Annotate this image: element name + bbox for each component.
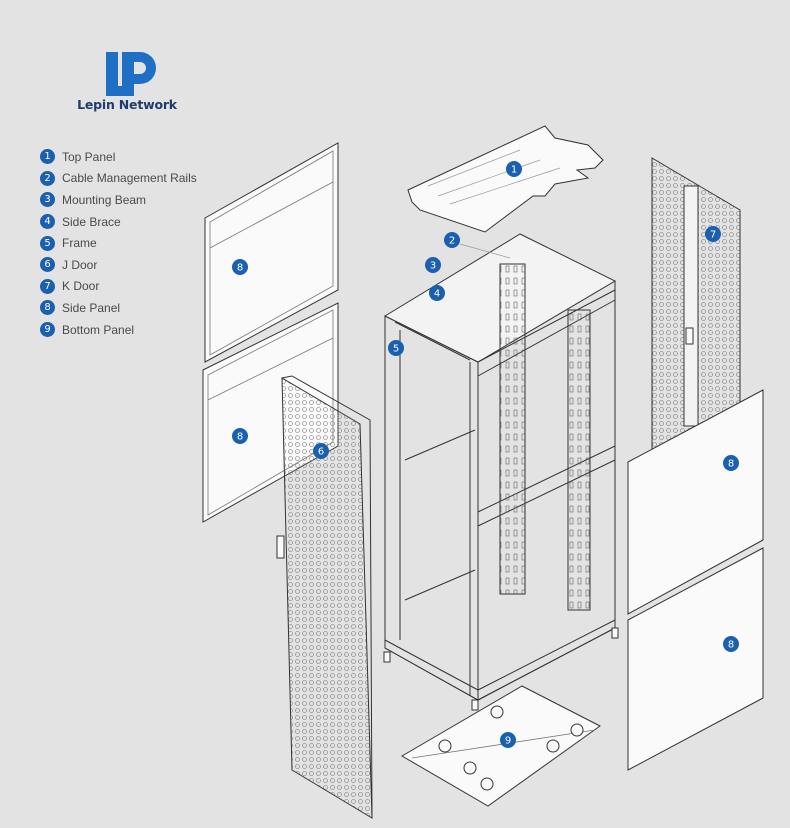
brand-name: Lepin Network — [77, 97, 177, 112]
callout-6-label: 6 — [318, 447, 324, 458]
legend-badge: 7 — [40, 278, 55, 294]
lepin-logo-icon — [106, 52, 156, 96]
bottom-panel — [401, 685, 601, 807]
j-door — [276, 375, 373, 819]
legend: 1 Top Panel 2 Cable Management Rails 3 M… — [40, 146, 197, 340]
callout-5: 5 — [388, 340, 404, 356]
side-panel-upper-right — [627, 389, 764, 615]
legend-item-frame: 5 Frame — [40, 232, 197, 254]
legend-item-side-panel: 8 Side Panel — [40, 297, 197, 319]
callout-3-label: 3 — [430, 261, 436, 272]
legend-badge: 2 — [40, 170, 55, 186]
callout-1: 1 — [506, 161, 522, 177]
callout-7: 7 — [705, 226, 721, 242]
callout-8-label: 8 — [728, 459, 734, 470]
legend-badge: 1 — [40, 149, 55, 165]
legend-badge: 5 — [40, 235, 55, 251]
callout-8a: 8 — [232, 259, 248, 275]
legend-label: J Door — [62, 257, 98, 272]
callout-5-label: 5 — [393, 344, 399, 355]
cabinet-frame — [383, 233, 619, 711]
callout-3: 3 — [425, 257, 441, 273]
top-panel — [407, 125, 604, 233]
legend-badge: 9 — [40, 322, 55, 338]
callout-9-label: 9 — [505, 736, 511, 747]
callout-4: 4 — [429, 285, 445, 301]
legend-item-j-door: 6 J Door — [40, 254, 197, 276]
callout-4-label: 4 — [434, 289, 440, 300]
legend-label: Frame — [62, 236, 97, 251]
callout-6: 6 — [313, 443, 329, 459]
callout-8b: 8 — [232, 428, 248, 444]
legend-item-side-brace: 4 Side Brace — [40, 211, 197, 233]
legend-item-mounting-beam: 3 Mounting Beam — [40, 189, 197, 211]
legend-item-k-door: 7 K Door — [40, 276, 197, 298]
legend-badge: 3 — [40, 192, 55, 208]
legend-badge: 6 — [40, 257, 55, 273]
callout-9: 9 — [500, 732, 516, 748]
legend-badge: 8 — [40, 300, 55, 316]
callout-2: 2 — [444, 232, 460, 248]
callout-2-label: 2 — [449, 236, 455, 247]
callout-7-label: 7 — [710, 230, 716, 241]
legend-item-cable-rails: 2 Cable Management Rails — [40, 168, 197, 190]
legend-label: Mounting Beam — [62, 192, 147, 207]
legend-label: Side Brace — [62, 214, 121, 229]
legend-label: Cable Management Rails — [62, 171, 197, 186]
callout-1-label: 1 — [511, 165, 517, 176]
side-panel-upper-left — [204, 142, 339, 363]
legend-label: Side Panel — [62, 300, 121, 315]
legend-label: Bottom Panel — [62, 322, 135, 337]
side-panel-lower-right — [627, 547, 764, 771]
legend-item-top-panel: 1 Top Panel — [40, 146, 197, 168]
callout-8-label: 8 — [728, 640, 734, 651]
callout-8d: 8 — [723, 636, 739, 652]
legend-badge: 4 — [40, 214, 55, 230]
legend-label: Top Panel — [62, 149, 116, 164]
callout-8-label: 8 — [237, 432, 243, 443]
callout-8-label: 8 — [237, 263, 243, 274]
callout-8c: 8 — [723, 455, 739, 471]
legend-label: K Door — [62, 279, 100, 294]
legend-item-bottom-panel: 9 Bottom Panel — [40, 319, 197, 341]
